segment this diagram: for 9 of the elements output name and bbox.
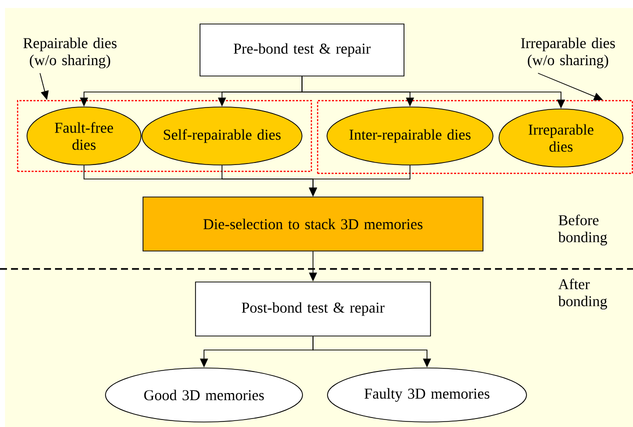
process-box: Pre-bond test & repair — [200, 24, 404, 76]
process-box: Die-selection to stack 3D memories — [142, 196, 484, 252]
phase-label: After bonding — [558, 278, 608, 310]
dotted-group-box — [17, 100, 312, 172]
phase-label: Before bonding — [558, 214, 608, 246]
dotted-group-box — [317, 100, 633, 174]
group-label: Repairable dies (w/o sharing) — [23, 38, 117, 68]
process-box: Post-bond test & repair — [195, 282, 431, 336]
group-label: Irreparable dies (w/o sharing) — [521, 38, 615, 68]
